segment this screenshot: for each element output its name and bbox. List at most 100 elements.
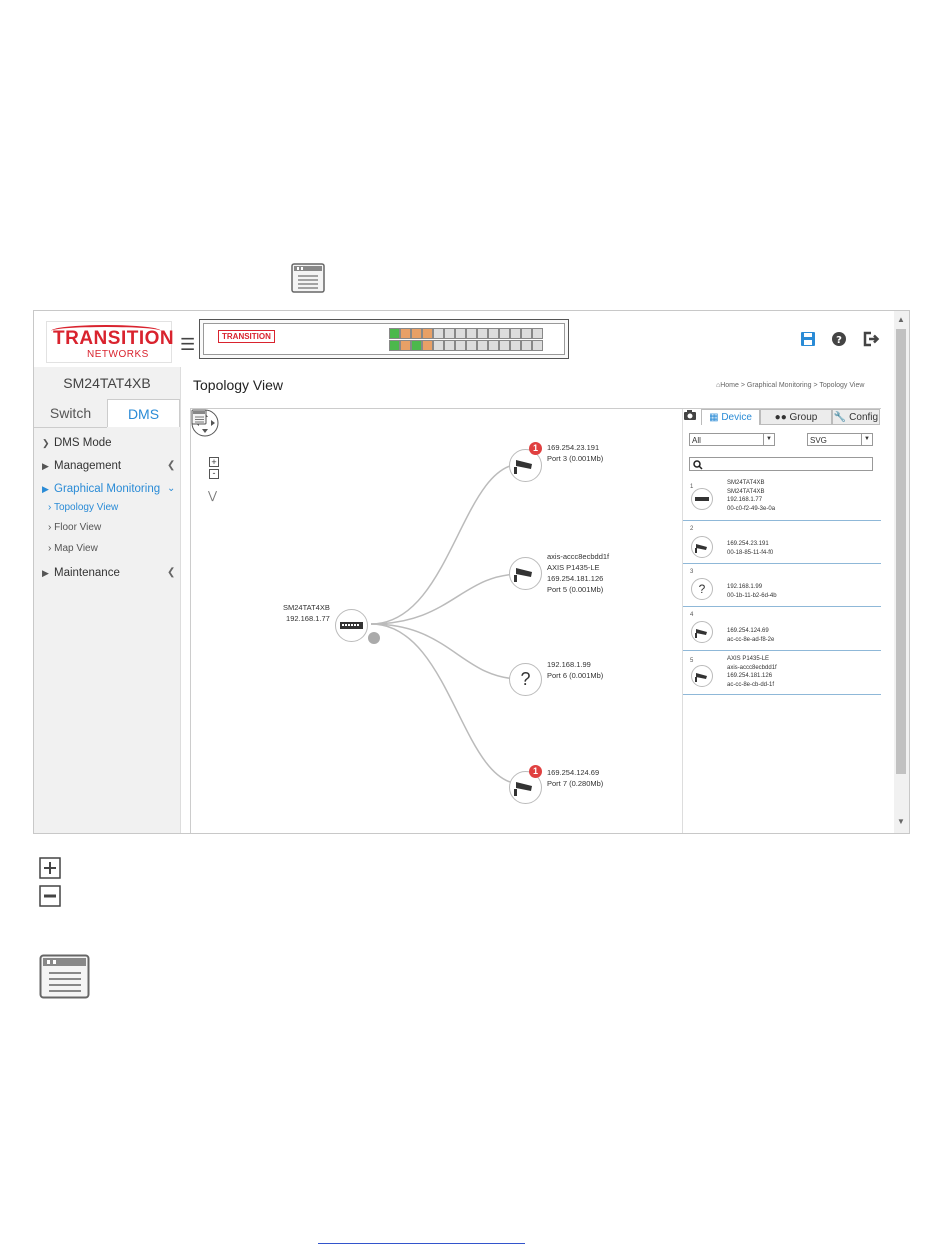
device-filter-select[interactable]: All▼ (689, 433, 775, 446)
zoom-out-icon (39, 885, 61, 907)
switch-port[interactable] (389, 328, 400, 339)
switch-port[interactable] (466, 328, 477, 339)
search-icon (693, 460, 703, 470)
camera-icon (514, 782, 532, 796)
switch-port[interactable] (433, 340, 444, 351)
switch-port[interactable] (488, 340, 499, 351)
sidebar-item-management[interactable]: ▶Management❮ (42, 460, 176, 472)
alert-badge: 1 (529, 765, 542, 778)
logout-icon[interactable] (862, 330, 880, 348)
menu-toggle-icon[interactable]: ☰ (180, 335, 196, 354)
wrench-icon: 🔧 (833, 412, 847, 423)
footer-link-underline[interactable] (318, 1243, 525, 1244)
breadcrumb-topology-view: Topology View (819, 382, 865, 389)
camera-icon (691, 536, 713, 558)
switch-port[interactable] (455, 328, 466, 339)
collapse-node-button[interactable] (368, 632, 380, 644)
help-icon[interactable]: ? (830, 330, 848, 348)
switch-port[interactable] (532, 340, 543, 351)
sidebar-subitem-floor-view[interactable]: › Floor View (48, 522, 102, 533)
switch-port[interactable] (466, 340, 477, 351)
switch-port[interactable] (521, 340, 532, 351)
switch-port[interactable] (411, 328, 422, 339)
chevron-left-icon: ❮ (167, 567, 176, 578)
switch-port[interactable] (477, 328, 488, 339)
unknown-device-node[interactable]: ? (509, 663, 542, 696)
alert-badge: 1 (529, 442, 542, 455)
app-window: TRANSITION NETWORKS ☰ TRANSITION ? ▲▼ SM… (33, 310, 910, 834)
switch-port[interactable] (499, 340, 510, 351)
snapshot-camera-icon[interactable] (683, 409, 697, 421)
breadcrumb: ⌂Home > Graphical Monitoring > Topology … (716, 382, 865, 389)
switch-port[interactable] (488, 328, 499, 339)
tab-dms[interactable]: DMS (107, 399, 180, 427)
list-view-icon (39, 954, 90, 999)
camera-icon (691, 665, 713, 687)
list-view-icon[interactable] (191, 409, 207, 425)
question-icon: ? (691, 578, 713, 600)
sidebar-subitem-topology-view[interactable]: › Topology View (48, 502, 119, 513)
sidebar: SM24TAT4XB Switch DMS ❯DMS Mode ▶Managem… (34, 367, 181, 833)
switch-node[interactable] (335, 609, 368, 642)
sidebar-item-maintenance[interactable]: ▶Maintenance❮ (42, 567, 176, 579)
sidebar-item-dms-mode[interactable]: ❯DMS Mode (42, 437, 112, 449)
page-title: Topology View (193, 377, 284, 393)
switch-port[interactable] (521, 328, 532, 339)
zoom-in-icon (39, 857, 61, 879)
switch-port[interactable] (499, 328, 510, 339)
breadcrumb-home[interactable]: Home (720, 382, 739, 389)
list-view-icon (291, 263, 325, 293)
switch-port[interactable] (433, 328, 444, 339)
switch-port[interactable] (477, 340, 488, 351)
tab-group[interactable]: ●● Group (760, 409, 832, 425)
tab-switch[interactable]: Switch (34, 399, 107, 428)
switch-port[interactable] (510, 328, 521, 339)
top-bar: TRANSITION NETWORKS ☰ TRANSITION ? (34, 311, 894, 367)
camera-icon (514, 568, 532, 582)
device-search-input[interactable] (689, 457, 873, 471)
switch-port[interactable] (510, 340, 521, 351)
switch-port[interactable] (422, 328, 433, 339)
topology-links (370, 463, 522, 785)
chevron-down-icon: ▼ (861, 434, 872, 445)
switch-front-panel: TRANSITION (199, 319, 569, 359)
export-format-select[interactable]: SVG▼ (807, 433, 873, 446)
switch-port[interactable] (389, 340, 400, 351)
breadcrumb-graphical-monitoring[interactable]: Graphical Monitoring (746, 382, 812, 389)
switch-port[interactable] (455, 340, 466, 351)
save-icon[interactable] (799, 330, 817, 348)
camera-node[interactable] (509, 557, 542, 590)
tab-device[interactable]: ▦ Device (701, 409, 760, 425)
switch-port[interactable] (532, 328, 543, 339)
chevron-left-icon: ❮ (167, 460, 176, 471)
switch-port[interactable] (444, 340, 455, 351)
page-scrollbar[interactable]: ▲▼ (894, 311, 908, 831)
tab-config[interactable]: 🔧 Config (832, 409, 880, 425)
panel-logo: TRANSITION (218, 330, 275, 343)
svg-text:?: ? (836, 335, 842, 346)
brand-logo[interactable]: TRANSITION NETWORKS (46, 321, 174, 363)
switch-port[interactable] (400, 340, 411, 351)
chevron-down-icon: ▼ (763, 434, 774, 445)
switch-port[interactable] (444, 328, 455, 339)
chevron-down-icon: ⌄ (167, 483, 176, 494)
sidebar-item-graphical-monitoring[interactable]: ▶Graphical Monitoring⌄ (42, 483, 176, 495)
zoom-in-icon[interactable]: + (209, 457, 219, 467)
sidebar-subitem-map-view[interactable]: › Map View (48, 543, 98, 554)
double-chevron-down-icon[interactable]: ⋁ (208, 490, 218, 502)
camera-node[interactable] (509, 771, 542, 804)
switch-port[interactable] (422, 340, 433, 351)
device-name: SM24TAT4XB (63, 375, 151, 391)
switch-port[interactable] (400, 328, 411, 339)
switch-port[interactable] (411, 340, 422, 351)
zoom-out-icon[interactable]: - (209, 469, 219, 479)
